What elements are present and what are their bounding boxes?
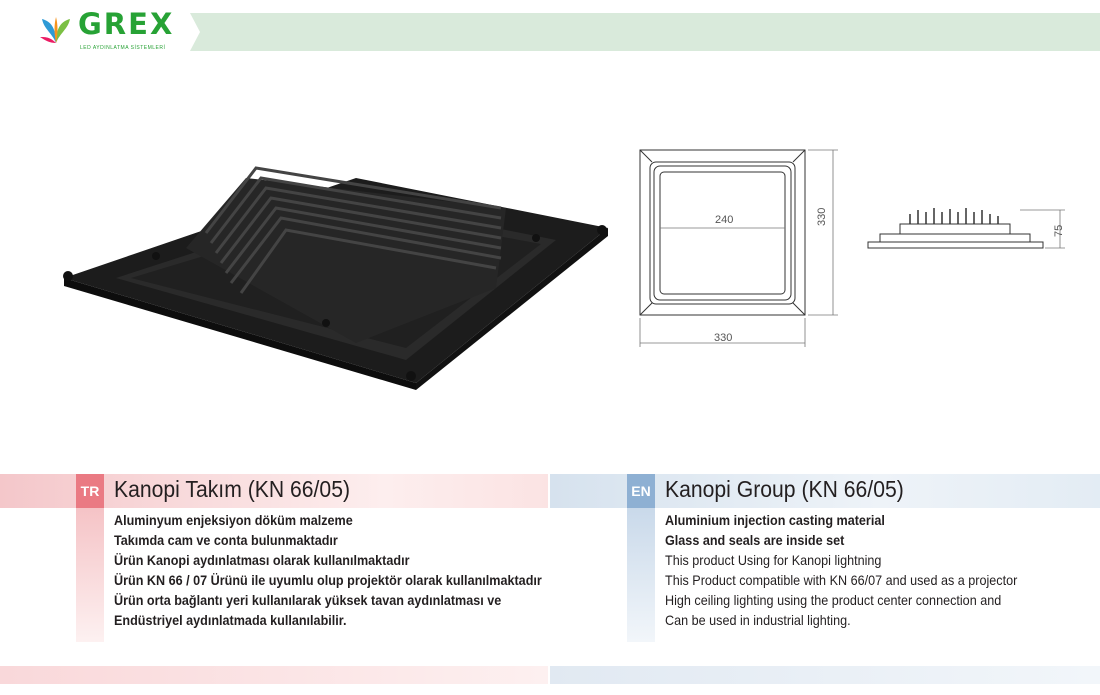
en-language-tag: EN [627, 474, 655, 508]
en-description-line: Glass and seals are inside set [665, 532, 845, 548]
tr-language-tag: TR [76, 474, 104, 508]
en-description-line: High ceiling lighting using the product … [665, 592, 1002, 608]
tr-description-line: Ürün KN 66 / 07 Ürünü ile uyumlu olup pr… [114, 572, 542, 588]
tr-product-title: Kanopi Takım (KN 66/05) [114, 476, 351, 502]
product-photo [63, 166, 608, 390]
en-description-line: Aluminium injection casting material [665, 512, 885, 528]
tr-description-line: Endüstriyel aydınlatmada kullanılabilir. [114, 612, 347, 628]
en-description-line: This Product compatible with KN 66/07 an… [665, 572, 1018, 588]
dimension-outer-width: 330 [714, 332, 733, 344]
tr-description-line: Takımda cam ve conta bulunmaktadır [114, 532, 338, 548]
footer-band-tr [0, 666, 548, 684]
tr-description-line: Ürün Kanopi aydınlatması olarak kullanıl… [114, 552, 410, 568]
dimension-outer-height: 330 [816, 207, 828, 226]
leaf-logo-icon [40, 17, 70, 43]
en-description-line: Can be used in industrial lighting. [665, 612, 851, 628]
header-background [0, 13, 1100, 51]
side-view-drawing [867, 208, 1065, 249]
logo-tagline: LED AYDINLATMA SİSTEMLERİ [80, 45, 166, 51]
en-product-title: Kanopi Group (KN 66/05) [665, 476, 904, 502]
top-view-drawing [639, 149, 838, 347]
en-side-strip [627, 508, 655, 642]
dimension-inner-width: 240 [715, 214, 734, 226]
en-description-line: This product Using for Kanopi lightning [665, 552, 882, 568]
footer-band-en [550, 666, 1100, 684]
tr-description-line: Aluminyum enjeksiyon döküm malzeme [114, 512, 353, 528]
tr-description: Aluminyum enjeksiyon döküm malzeme Takım… [114, 510, 589, 630]
logo-text: GREX [78, 7, 175, 41]
header-band [0, 13, 1100, 51]
tr-description-line: Ürün orta bağlantı yeri kullanılarak yük… [114, 592, 502, 608]
logo: GREX LED AYDINLATMA SİSTEMLERİ [0, 0, 200, 60]
en-description: Aluminium injection casting material Gla… [665, 510, 1056, 630]
dimension-side-height: 75 [1053, 224, 1065, 237]
tr-side-strip [76, 508, 104, 642]
